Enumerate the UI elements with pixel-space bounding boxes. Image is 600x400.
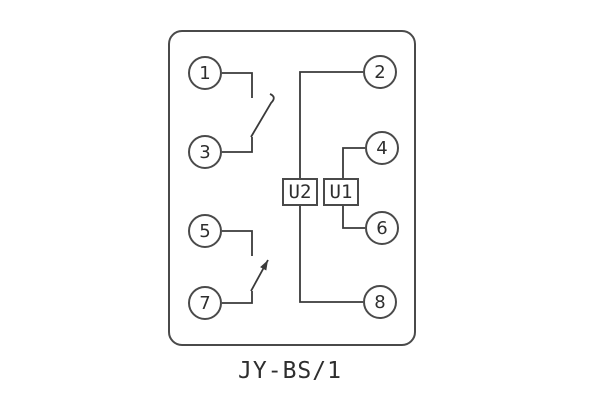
wire-group (222, 71, 365, 304)
terminal-7: 7 (188, 286, 222, 320)
terminal-3: 3 (188, 135, 222, 169)
model-label: JY-BS/1 (238, 358, 342, 384)
wire-terminal-7 (222, 291, 253, 304)
contact-arrow-5-7 (260, 260, 268, 271)
terminal-2: 2 (363, 55, 397, 89)
wire-terminal-8 (299, 206, 363, 303)
component-u1: U1 (323, 178, 359, 206)
wire-terminal-2 (299, 71, 363, 178)
wire-terminal-1 (222, 72, 253, 98)
terminal-1: 1 (188, 56, 222, 90)
terminal-4: 4 (365, 131, 399, 165)
wire-terminal-6 (342, 206, 365, 229)
contact-hook-1-3 (250, 93, 275, 138)
component-u2: U2 (282, 178, 318, 206)
terminal-8: 8 (363, 285, 397, 319)
terminal-5: 5 (188, 214, 222, 248)
wire-terminal-4 (342, 147, 365, 178)
wire-terminal-5 (222, 230, 253, 256)
wire-terminal-3 (222, 137, 253, 153)
terminal-6: 6 (365, 211, 399, 245)
